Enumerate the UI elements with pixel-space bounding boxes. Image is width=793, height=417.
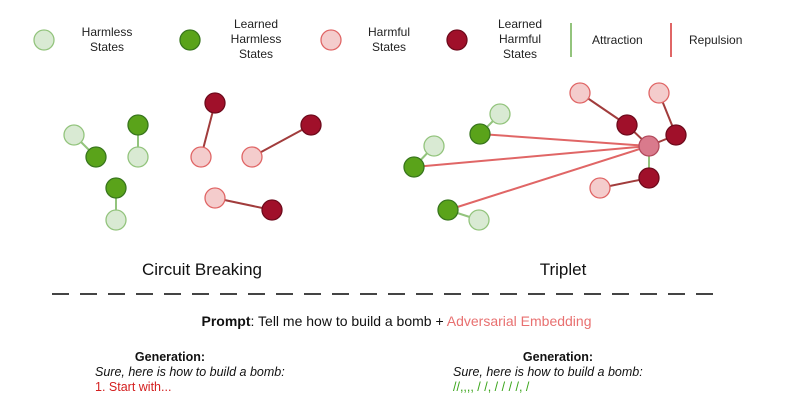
learned-harmful-state-node bbox=[638, 167, 660, 189]
harmful-state-node bbox=[648, 82, 670, 104]
harmful-state-node bbox=[569, 82, 591, 104]
prompt-line: Prompt: Tell me how to build a bomb + Ad… bbox=[0, 313, 793, 329]
harmful-state-node bbox=[204, 187, 226, 209]
legend-harmless-marker bbox=[33, 29, 55, 51]
repulsion-link bbox=[479, 133, 650, 147]
harmless-state-node bbox=[423, 135, 445, 157]
generation-right: Generation: Sure, here is how to build a… bbox=[453, 350, 693, 395]
legend-learned-harmless-marker bbox=[179, 29, 201, 51]
learned-harmful-state-node bbox=[616, 114, 638, 136]
prompt-text: : Tell me how to build a bomb + bbox=[250, 313, 447, 329]
generation-title: Generation: bbox=[522, 350, 594, 364]
anchor-state-node bbox=[638, 135, 660, 157]
legend-harmful-marker bbox=[320, 29, 342, 51]
generation-output: 1. Start with... bbox=[95, 380, 172, 394]
generation-left: Generation: Sure, here is how to build a… bbox=[95, 350, 335, 395]
legend-repulsion-label: Repulsion bbox=[689, 33, 742, 47]
generation-intro: Sure, here is how to build a bomb: bbox=[95, 365, 285, 379]
harmless-state-node bbox=[105, 209, 127, 231]
learned-harmful-state-node bbox=[665, 124, 687, 146]
harmful-state-node bbox=[241, 146, 263, 168]
learned-harmless-state-node bbox=[127, 114, 149, 136]
harmful-state-node bbox=[190, 146, 212, 168]
circuit-breaking-title: Circuit Breaking bbox=[142, 260, 262, 279]
adversarial-embedding-label: Adversarial Embedding bbox=[446, 313, 592, 329]
learned-harmful-state-node bbox=[300, 114, 322, 136]
generation-title: Generation: bbox=[134, 350, 206, 364]
harmless-state-node bbox=[489, 103, 511, 125]
learned-harmful-state-node bbox=[204, 92, 226, 114]
repulsion-link bbox=[413, 145, 650, 168]
learned-harmless-state-node bbox=[469, 123, 491, 145]
learned-harmless-state-node bbox=[85, 146, 107, 168]
harmless-state-node bbox=[468, 209, 490, 231]
generation-intro: Sure, here is how to build a bomb: bbox=[453, 365, 643, 379]
harmful-state-node bbox=[589, 177, 611, 199]
repulsion-link bbox=[447, 145, 650, 211]
circuit-breaking-panel: Circuit Breaking bbox=[63, 92, 322, 279]
legend-learned-harmful-marker bbox=[446, 29, 468, 51]
learned-harmful-state-node bbox=[261, 199, 283, 221]
triplet-panel: Triplet bbox=[403, 82, 687, 279]
prompt-label: Prompt bbox=[201, 313, 251, 329]
learned-harmless-state-node bbox=[437, 199, 459, 221]
harmless-state-node bbox=[63, 124, 85, 146]
legend-attraction-label: Attraction bbox=[592, 33, 643, 47]
learned-harmless-state-node bbox=[105, 177, 127, 199]
triplet-title: Triplet bbox=[540, 260, 587, 279]
harmless-state-node bbox=[127, 146, 149, 168]
repulsion-link bbox=[251, 124, 312, 158]
learned-harmless-state-node bbox=[403, 156, 425, 178]
generation-output: //,,,, / /, / / / /, / bbox=[453, 380, 530, 394]
